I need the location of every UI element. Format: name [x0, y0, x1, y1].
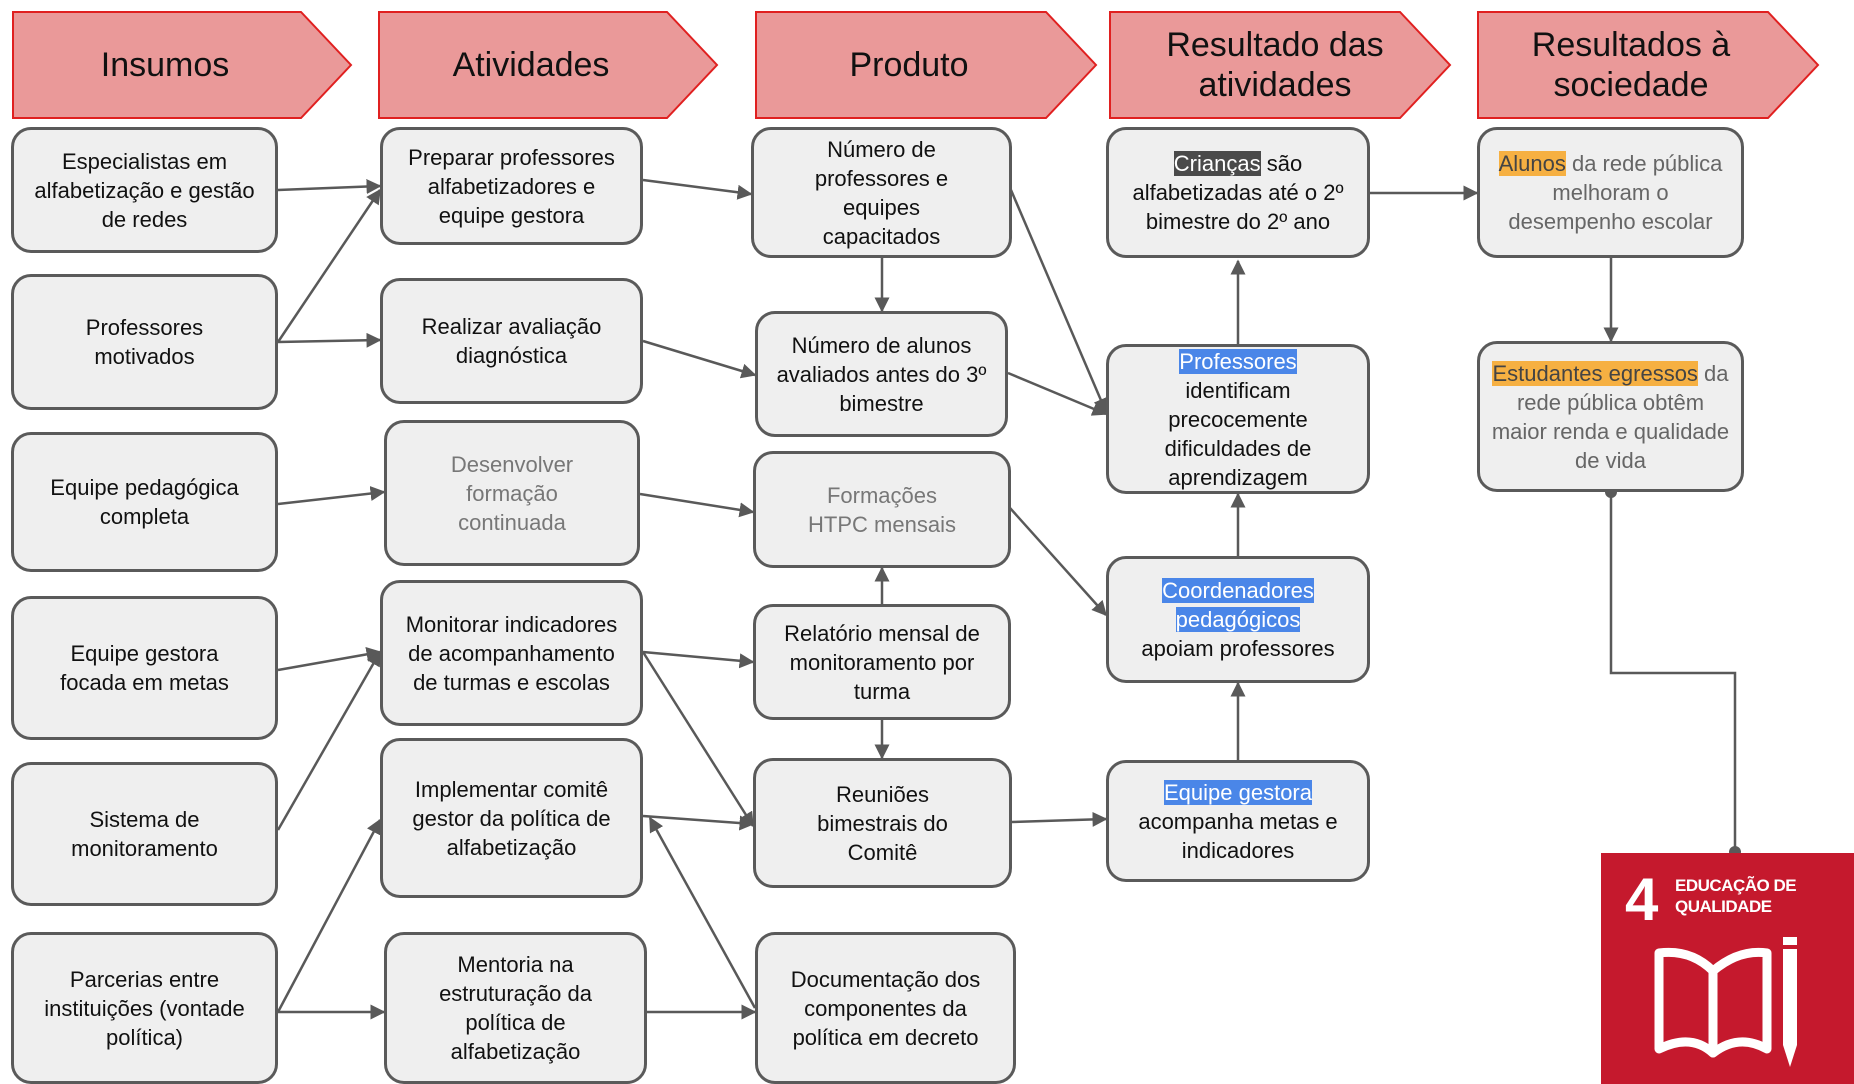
produto-documentacao: Documentação dos componentes da política…	[755, 932, 1016, 1084]
atividade-comite: Implementar comitê gestor da política de…	[380, 738, 643, 898]
arrow-gestora-monitorar	[277, 646, 382, 672]
atividade-monitorar: Monitorar indicadores de acompanhamento …	[380, 580, 643, 726]
header-resultado-atividades: Resultado das atividades	[1108, 10, 1452, 120]
produto-relatorio: Relatório mensal de monitoramento por tu…	[753, 604, 1011, 720]
produto-alunos-avaliados: Número de alunos avaliados antes do 3º b…	[755, 311, 1008, 437]
highlight-estudantes: Estudantes egressos	[1492, 360, 1698, 386]
arrow-htpc-coordenadores	[1009, 507, 1108, 617]
connector-sdg	[1609, 492, 1737, 852]
sociedade-estudantes: Estudantes egressos da rede pública obtê…	[1477, 341, 1744, 492]
produto-numero-professores: Número de professores e equipes capacita…	[751, 127, 1012, 258]
arrow-comite-reunioes	[642, 814, 755, 831]
atividade-avaliacao: Realizar avaliação diagnóstica	[380, 278, 643, 404]
arrow-professores-avaliacao	[277, 332, 382, 348]
sociedade-alunos: Alunos da rede pública melhoram o desemp…	[1477, 127, 1744, 258]
insumo-parcerias: Parcerias entre instituições (vontade po…	[11, 932, 278, 1084]
insumo-equipe-gestora: Equipe gestora focada em metas	[11, 596, 278, 740]
arrow-monitorar-reunioes	[641, 651, 755, 828]
atividade-preparar: Preparar professores alfabetizadores e e…	[380, 127, 643, 245]
arrow-avaliacao-alunos	[642, 339, 757, 379]
highlight-alunos: Alunos	[1498, 151, 1566, 176]
chevron-shape	[755, 11, 1098, 119]
header-label: Resultados à sociedade	[1531, 26, 1731, 104]
insumo-especialistas: Especialistas em alfabetização e gestão …	[11, 127, 278, 253]
arrow-alunos-professores	[1007, 371, 1108, 416]
arrow-pedagogica-formacao	[277, 486, 386, 506]
insumo-professores: Professores motivados	[11, 274, 278, 410]
atividade-mentoria: Mentoria na estruturação da política de …	[384, 932, 647, 1084]
arrow-monitorar-relatorio	[642, 650, 755, 669]
highlight-professores: Professores	[1179, 348, 1297, 374]
sdg-number: 4	[1625, 866, 1659, 933]
header-label: Insumos	[100, 46, 230, 84]
chevron-shape	[12, 11, 353, 119]
highlight-criancas: Crianças	[1173, 151, 1261, 176]
arrow-especialistas-preparar	[277, 179, 382, 195]
arrow-parcerias-comite	[276, 818, 382, 1013]
insumo-equipe-pedagogica: Equipe pedagógica completa	[11, 432, 278, 572]
insumo-sistema: Sistema de monitoramento	[11, 762, 278, 906]
header-atividades: Atividades	[377, 10, 719, 120]
header-label: Atividades	[452, 46, 610, 84]
highlight-coordenadores: Coordenadores pedagógicos	[1162, 578, 1314, 632]
header-insumos: Insumos	[11, 10, 353, 120]
arrow-sistema-monitorar	[276, 650, 382, 831]
produto-reunioes: Reuniões bimestrais do Comitê	[753, 758, 1012, 888]
chevron-shape	[378, 11, 719, 119]
chevron-shape	[1109, 11, 1452, 119]
header-label: Resultado das atividades	[1166, 26, 1384, 104]
book-pencil-icon	[1654, 937, 1797, 1067]
arrow-numero-professores	[1009, 189, 1108, 414]
header-resultados-sociedade: Resultados à sociedade	[1476, 10, 1820, 120]
highlight-equipe-gestora: Equipe gestora	[1164, 779, 1312, 805]
produto-formacoes-htpc: Formações HTPC mensais	[753, 451, 1011, 568]
arrow-documentacao-comite	[648, 816, 757, 1009]
arrow-formacao-htpc	[639, 492, 755, 518]
header-label: Produto	[849, 46, 969, 84]
resultado-criancas: Crianças são alfabetizadas até o 2º bime…	[1106, 127, 1370, 258]
atividade-formacao: Desenvolver formação continuada	[384, 420, 640, 566]
arrow-reunioes-equipe	[1011, 811, 1108, 827]
header-produto: Produto	[754, 10, 1098, 120]
arrow-professores-preparar	[276, 188, 382, 343]
arrow-preparar-numero	[642, 178, 753, 200]
chevron-shape	[1477, 11, 1820, 119]
